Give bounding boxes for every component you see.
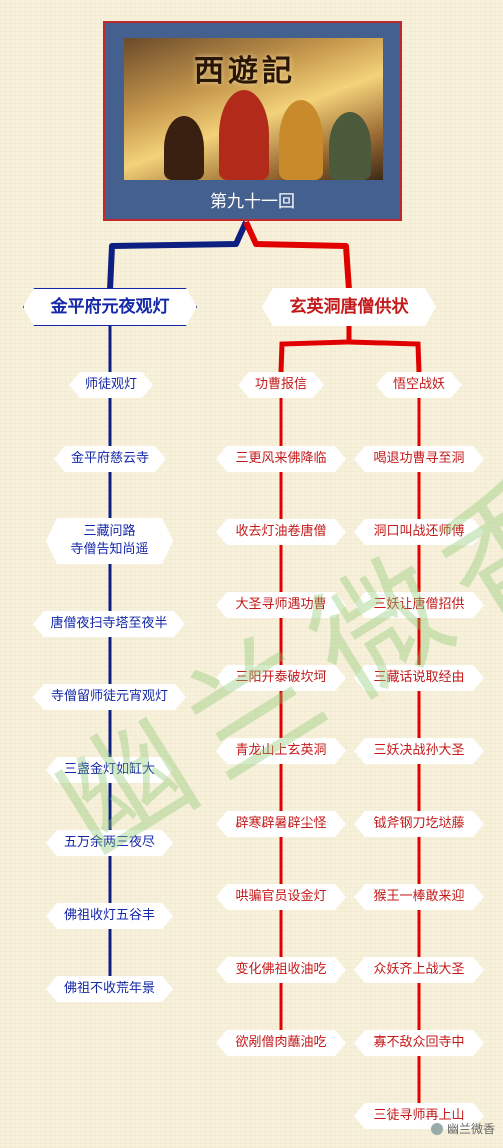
left-branch-title: 金平府元夜观灯 [23, 288, 197, 326]
left-node-line: 寺僧告知尚遥 [70, 542, 149, 557]
col1-node-label: 哄骗官员设金灯 [235, 889, 327, 905]
col1-node-9: 欲剐僧肉蘸油吃 [216, 1030, 346, 1056]
col1-node-1: 三更风来佛降临 [216, 446, 346, 472]
left-node-8: 佛祖收灯五谷丰 [46, 903, 173, 929]
left-node-line: 三盏金灯如缸大 [63, 762, 155, 778]
col1-node-8: 变化佛祖收油吃 [216, 957, 346, 983]
col1-node-6: 辟寒辟暑辟尘怪 [216, 811, 346, 837]
col1-node-5: 青龙山上玄英洞 [216, 738, 346, 764]
left-node-5: 寺僧留师徒元宵观灯 [33, 684, 186, 710]
col1-node-7: 哄骗官员设金灯 [216, 884, 346, 910]
col2-node-label: 三徒寻师再上山 [373, 1108, 465, 1124]
col2-node-4: 三藏话说取经由 [354, 665, 484, 691]
left-node-line: 三藏问路 [83, 524, 136, 540]
left-node-line: 金平府慈云寺 [70, 451, 149, 467]
left-node-line: 五万余两三夜尽 [63, 835, 155, 851]
col1-node-label: 大圣寻师遇功曹 [235, 597, 327, 613]
left-node-line: 师徒观灯 [84, 377, 137, 393]
col1-node-label: 收去灯油卷唐僧 [235, 524, 327, 540]
col1-node-3: 大圣寻师遇功曹 [216, 592, 346, 618]
col2-title: 悟空战妖 [376, 372, 462, 398]
left-node-1: 师徒观灯 [69, 372, 153, 398]
col2-node-label: 寡不敌众回寺中 [373, 1035, 465, 1051]
col2-node-label: 猴王一棒敢来迎 [373, 889, 465, 905]
left-node-line: 佛祖不收荒年景 [63, 981, 155, 997]
left-node-4: 唐僧夜扫寺塔至夜半 [33, 611, 185, 637]
left-node-7: 五万余两三夜尽 [46, 830, 173, 856]
col2-node-2: 洞口叫战还师傅 [354, 519, 484, 545]
left-node-6: 三盏金灯如缸大 [46, 757, 173, 783]
col1-node-label: 欲剐僧肉蘸油吃 [235, 1035, 327, 1051]
col2-node-5: 三妖决战孙大圣 [354, 738, 484, 764]
chapter-title: 第九十一回 [210, 192, 295, 212]
left-node-line: 寺僧留师徒元宵观灯 [50, 689, 168, 705]
col2-node-label: 众妖齐上战大圣 [373, 962, 465, 978]
col1-title: 功曹报信 [238, 372, 324, 398]
col2-node-label: 三藏话说取经由 [373, 670, 465, 686]
col2-node-3: 三妖让唐僧招供 [354, 592, 484, 618]
col2-node-10: 三徒寻师再上山 [354, 1103, 484, 1129]
credit: 幽兰微香 [430, 1120, 495, 1137]
left-node-3: 三藏问路寺僧告知尚遥 [46, 518, 173, 564]
col2-node-8: 众妖齐上战大圣 [354, 957, 484, 983]
col2-node-6: 钺斧钢刀圪垯藤 [354, 811, 484, 837]
col2-node-1: 喝退功曹寻至洞 [354, 446, 484, 472]
col2-node-label: 钺斧钢刀圪垯藤 [373, 816, 465, 832]
col1-node-4: 三阳开泰破坎坷 [216, 665, 346, 691]
wechat-icon [430, 1122, 443, 1135]
col1-node-label: 辟寒辟暑辟尘怪 [235, 816, 327, 832]
chapter-header: 西遊記 第九十一回 [103, 21, 402, 221]
right-branch-title: 玄英洞唐僧供状 [262, 288, 436, 326]
col1-node-label: 三更风来佛降临 [235, 451, 327, 467]
poster-logo: 西遊記 [194, 54, 296, 89]
col2-node-label: 喝退功曹寻至洞 [373, 451, 465, 467]
col1-node-label: 三阳开泰破坎坷 [235, 670, 327, 686]
credit-text: 幽兰微香 [446, 1122, 495, 1136]
left-node-line: 佛祖收灯五谷丰 [63, 908, 155, 924]
col2-node-label: 三妖让唐僧招供 [373, 597, 465, 613]
left-node-9: 佛祖不收荒年景 [46, 976, 173, 1002]
col2-node-label: 三妖决战孙大圣 [373, 743, 465, 759]
left-node-2: 金平府慈云寺 [54, 446, 166, 472]
left-node-line: 唐僧夜扫寺塔至夜半 [50, 616, 168, 632]
drama-poster-image: 西遊記 [124, 38, 383, 180]
col2-node-9: 寡不敌众回寺中 [354, 1030, 484, 1056]
col1-node-2: 收去灯油卷唐僧 [216, 519, 346, 545]
col1-node-label: 变化佛祖收油吃 [235, 962, 327, 978]
col1-node-label: 青龙山上玄英洞 [235, 743, 327, 759]
col2-node-label: 洞口叫战还师傅 [373, 524, 465, 540]
col2-node-7: 猴王一棒敢来迎 [354, 884, 484, 910]
